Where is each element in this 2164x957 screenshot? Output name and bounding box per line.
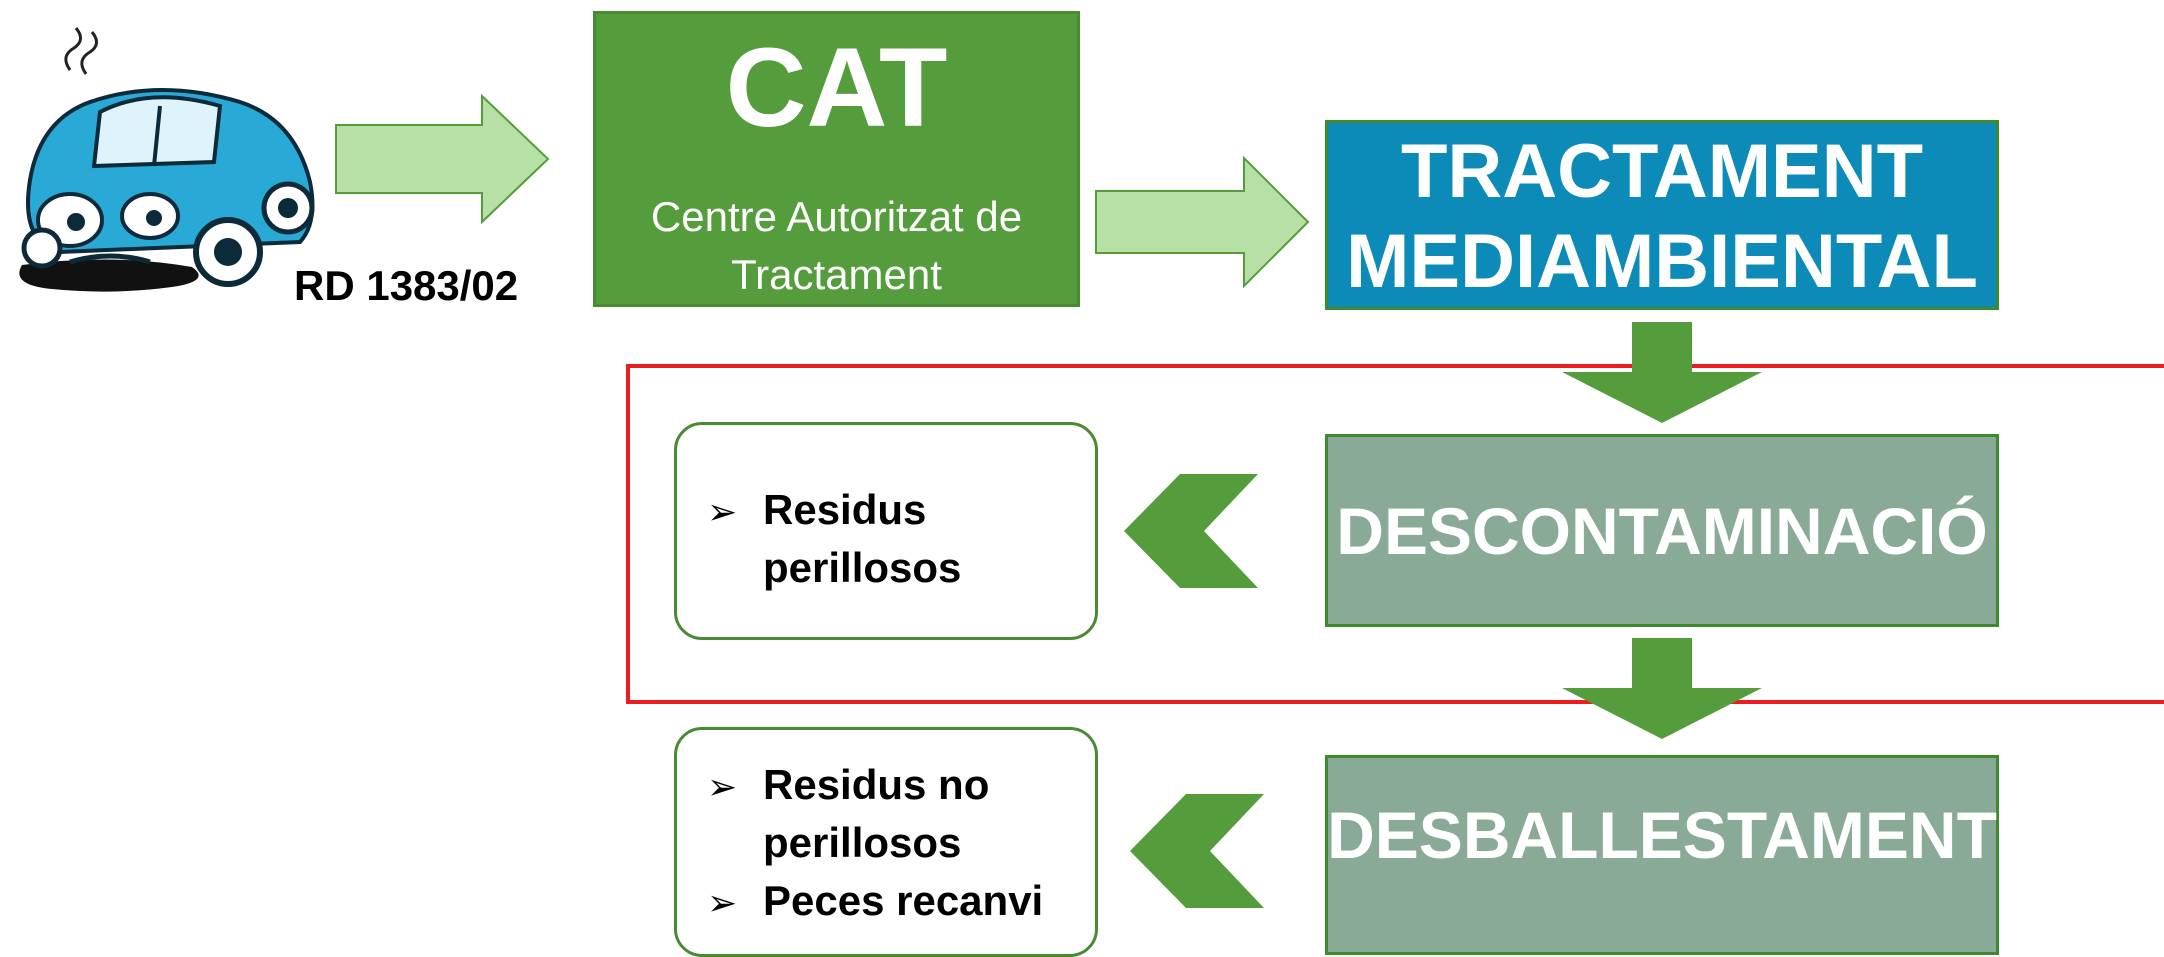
list-item: ➢Residus no perillosos [707, 756, 1063, 872]
list-item: ➢Peces recanvi [707, 872, 1063, 932]
treatment-line-1: TRACTAMENT [1400, 129, 1924, 214]
highlight-frame [626, 364, 2164, 704]
bullet-arrow-icon: ➢ [707, 882, 738, 923]
chevron-left-icon [1124, 474, 1258, 588]
bullet-arrow-icon: ➢ [707, 766, 738, 807]
decontamination-outputs: ➢Residus perillosos [674, 422, 1098, 640]
treatment-line-2: MEDIAMBIENTAL [1346, 219, 1978, 304]
cat-title: CAT [725, 25, 948, 150]
cat-box: CAT Centre Autoritzat de Tractament [593, 11, 1080, 307]
arrow-down-icon [1562, 322, 1762, 423]
dismantling-label: DESBALLESTAMENT [1327, 798, 1997, 872]
dismantling-box: DESBALLESTAMENT [1325, 755, 1999, 955]
chevron-left-icon [1130, 794, 1264, 908]
cat-subtitle: Centre Autoritzat de Tractament [650, 193, 1023, 298]
arrow-right-icon [1095, 155, 1310, 289]
broken-car-icon [19, 27, 315, 292]
treatment-box: TRACTAMENT MEDIAMBIENTAL [1325, 120, 1999, 310]
bullet-arrow-icon: ➢ [707, 491, 738, 532]
arrow-right-icon [335, 93, 550, 225]
dismantling-outputs: ➢Residus no perillosos ➢Peces recanvi [674, 727, 1098, 957]
regulation-label: RD 1383/02 [294, 262, 519, 309]
decontamination-box: DESCONTAMINACIÓ [1325, 434, 1999, 627]
arrow-down-icon [1562, 638, 1762, 739]
list-item: ➢Residus perillosos [707, 481, 1063, 597]
decontamination-label: DESCONTAMINACIÓ [1336, 493, 1988, 568]
